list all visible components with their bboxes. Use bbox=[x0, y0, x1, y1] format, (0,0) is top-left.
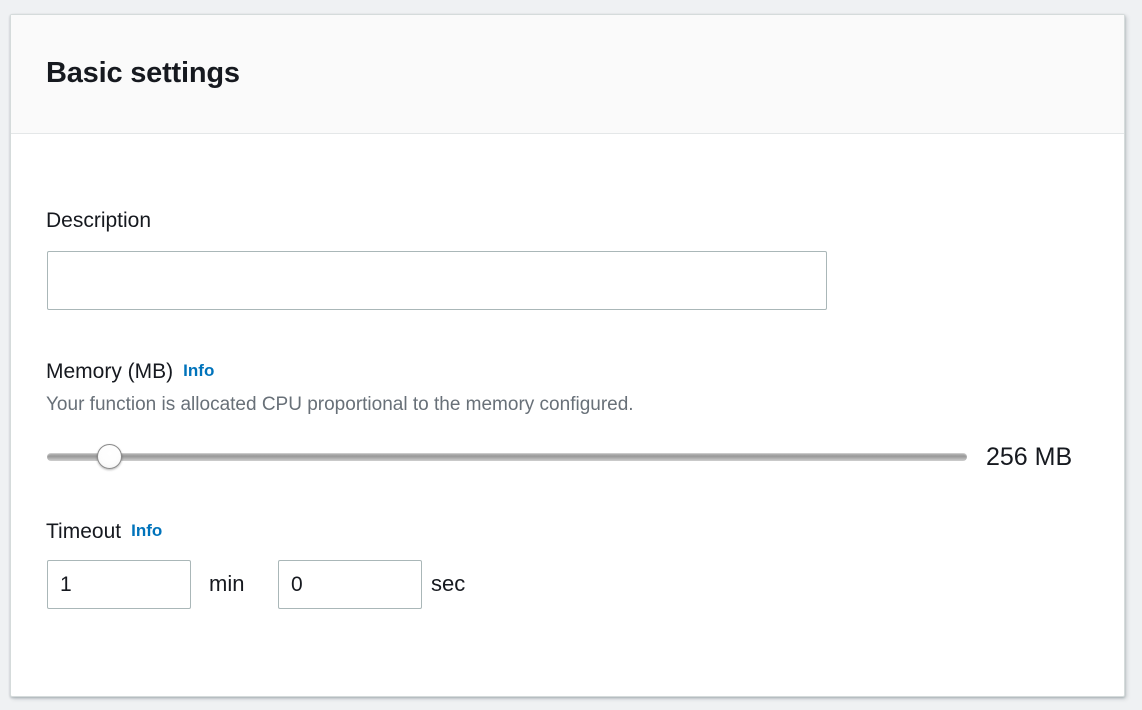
memory-hint-text: Your function is allocated CPU proportio… bbox=[46, 394, 634, 415]
timeout-label: Timeout Info bbox=[46, 518, 162, 545]
description-label: Description bbox=[46, 209, 152, 232]
timeout-minutes-unit-label: min bbox=[209, 571, 245, 596]
timeout-minutes-input[interactable] bbox=[47, 560, 191, 609]
memory-slider[interactable] bbox=[47, 444, 967, 469]
memory-slider-track[interactable] bbox=[47, 453, 967, 461]
memory-slider-thumb[interactable] bbox=[96, 444, 122, 469]
memory-info-link[interactable]: Info bbox=[183, 361, 215, 380]
timeout-seconds-unit-label: sec bbox=[431, 571, 466, 596]
basic-settings-card: Basic settings Description Memory (MB) In… bbox=[10, 14, 1125, 697]
card-body: Description Memory (MB) Info Your functio… bbox=[11, 135, 1124, 696]
timeout-label-text: Timeout bbox=[46, 520, 122, 543]
description-input[interactable] bbox=[47, 251, 827, 310]
memory-label: Memory (MB) Info bbox=[46, 358, 214, 385]
page-title: Basic settings bbox=[46, 57, 240, 89]
card-header: Basic settings bbox=[11, 15, 1124, 134]
memory-slider-row: 256 MB bbox=[11, 425, 1124, 485]
memory-label-text: Memory (MB) bbox=[46, 360, 174, 383]
memory-value-label: 256 MB bbox=[986, 443, 1073, 471]
timeout-info-link[interactable]: Info bbox=[131, 521, 163, 540]
timeout-seconds-input[interactable] bbox=[278, 560, 422, 609]
